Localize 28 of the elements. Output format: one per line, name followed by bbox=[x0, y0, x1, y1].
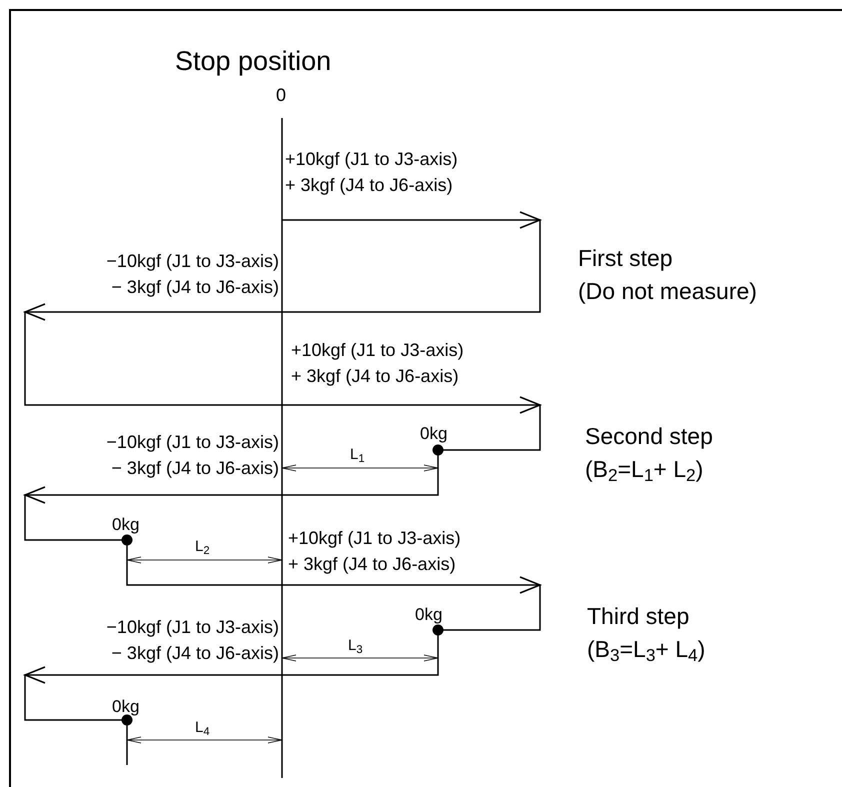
force-label: −10kgf (J1 to J3-axis) bbox=[106, 431, 279, 454]
force-label: − 3kgf (J4 to J6-axis) bbox=[111, 642, 279, 664]
load-label: 0kg bbox=[112, 696, 140, 718]
force-label: +10kgf (J1 to J3-axis) bbox=[291, 339, 464, 362]
dimension-label: L$_{1}$ bbox=[350, 446, 365, 465]
load-label: 0kg bbox=[420, 423, 448, 444]
step-label: Third step bbox=[587, 602, 690, 631]
step-label: Second step bbox=[585, 422, 713, 451]
dimension-label: L$_{2}$ bbox=[195, 538, 210, 557]
load-label: 0kg bbox=[415, 604, 442, 626]
formula-text: (B$_{2}$=L$_{1}$+ L$_{2}$) bbox=[585, 455, 704, 484]
force-label: +10kgf (J1 to J3-axis) bbox=[285, 148, 458, 170]
formula-text: (B$_{3}$=L$_{3}$+ L$_{4}$) bbox=[587, 635, 706, 664]
force-label: − 3kgf (J4 to J6-axis) bbox=[111, 276, 279, 298]
diagram-title: Stop position bbox=[175, 48, 332, 75]
force-label: +10kgf (J1 to J3-axis) bbox=[288, 527, 461, 550]
dimension-label: L$_{4}$ bbox=[195, 719, 210, 738]
force-label: −10kgf (J1 to J3-axis) bbox=[106, 250, 279, 272]
force-label: + 3kgf (J4 to J6-axis) bbox=[288, 553, 456, 576]
load-label: 0kg bbox=[112, 514, 140, 536]
step-note: (Do not measure) bbox=[578, 277, 757, 306]
dimension-label: L$_{3}$ bbox=[348, 637, 363, 656]
force-label: + 3kgf (J4 to J6-axis) bbox=[285, 174, 453, 196]
force-label: − 3kgf (J4 to J6-axis) bbox=[111, 457, 279, 480]
force-label: + 3kgf (J4 to J6-axis) bbox=[291, 365, 459, 388]
force-label: −10kgf (J1 to J3-axis) bbox=[106, 616, 279, 638]
zero-mark: 0 bbox=[276, 84, 286, 106]
step-label: First step bbox=[578, 244, 673, 273]
